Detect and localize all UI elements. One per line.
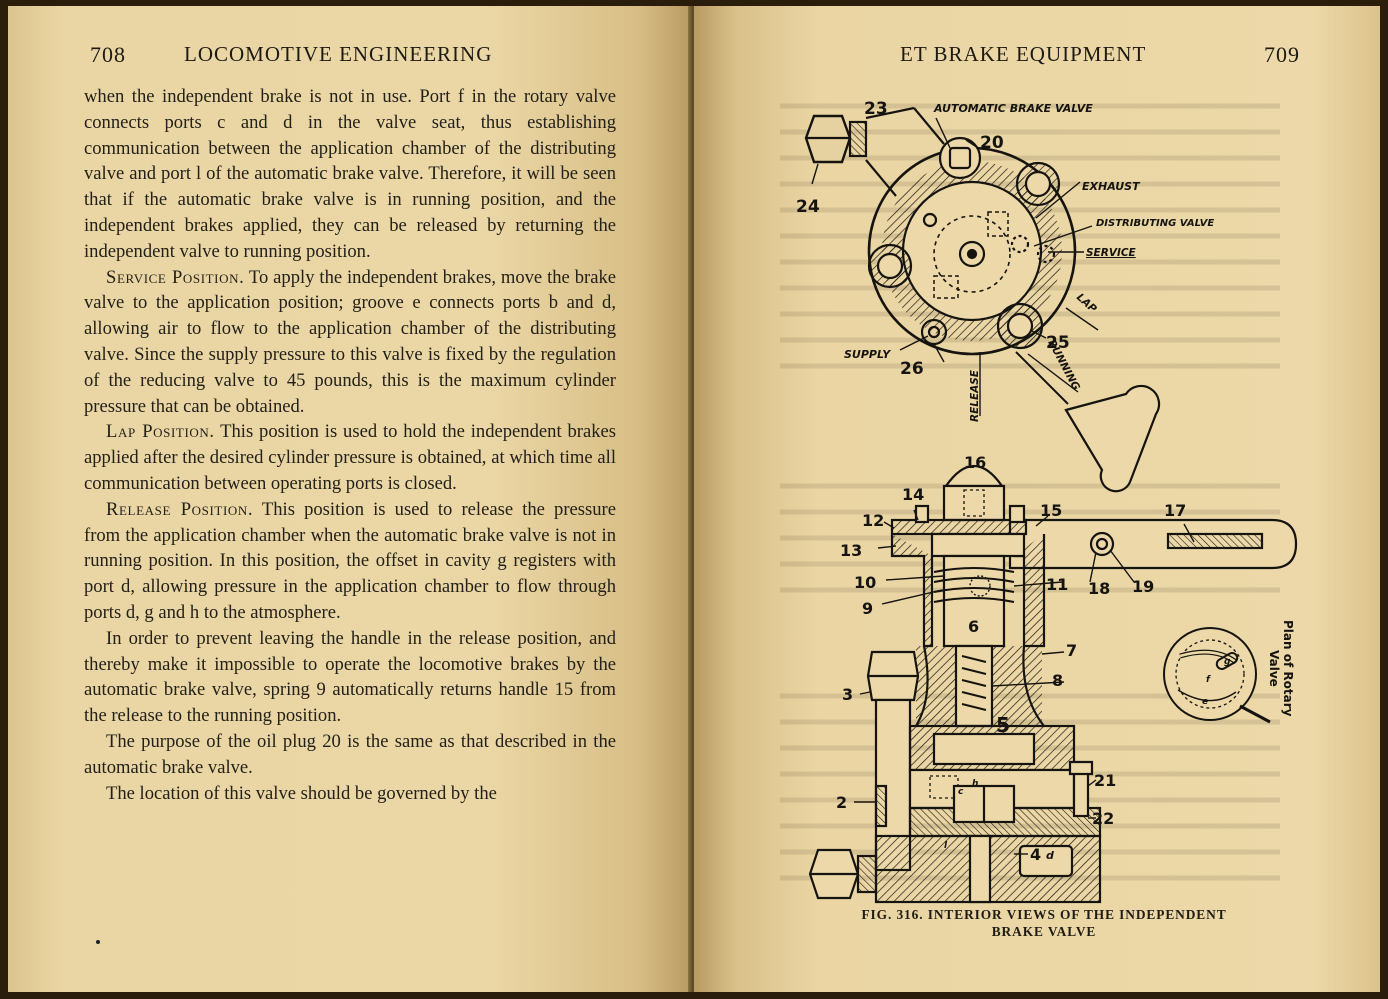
heading-release-position: Release Position. <box>106 498 254 520</box>
label-supply: SUPPLY <box>844 348 891 361</box>
plan-letter-f: f <box>1206 675 1211 685</box>
callout-12: 12 <box>862 511 884 530</box>
callout-11: 11 <box>1046 575 1068 594</box>
paragraph-5: In order to prevent leaving the handle i… <box>84 627 616 727</box>
callout-21: 21 <box>1094 771 1116 790</box>
callout-24: 24 <box>796 197 820 217</box>
label-automatic-brake-valve: AUTOMATIC BRAKE VALVE <box>933 102 1093 115</box>
callout-25: 25 <box>1046 333 1070 353</box>
paragraph-4: This position is used to release the pre… <box>84 498 616 623</box>
letter-c: c <box>958 787 964 797</box>
paragraph-1: when the independent brake is not in use… <box>84 86 616 262</box>
caption-line-1: FIG. 316. INTERIOR VIEWS OF THE INDEPEND… <box>861 907 1227 922</box>
left-page-number: 708 <box>90 42 126 67</box>
plan-letter-g: g <box>1224 657 1231 667</box>
figure-caption: FIG. 316. INTERIOR VIEWS OF THE INDEPEND… <box>790 906 1298 940</box>
print-speck <box>96 940 100 944</box>
top-view <box>804 106 1161 493</box>
letter-l: l <box>944 841 948 851</box>
callout-22: 22 <box>1092 809 1114 828</box>
plan-label-line1: Plan of Rotary <box>1281 620 1295 717</box>
callout-5: 5 <box>996 713 1010 737</box>
plan-label-line2: Valve <box>1267 650 1281 687</box>
callout-8: 8 <box>1052 671 1063 690</box>
label-release: RELEASE <box>969 369 981 422</box>
callout-26: 26 <box>900 359 924 379</box>
callout-3: 3 <box>842 685 853 704</box>
right-running-head: ET BRAKE EQUIPMENT <box>900 42 1147 66</box>
label-exhaust: EXHAUST <box>1082 180 1141 193</box>
label-distributing-valve: DISTRIBUTING VALVE <box>1096 218 1214 229</box>
callout-6: 6 <box>968 617 979 636</box>
callout-20: 20 <box>980 133 1004 153</box>
letter-h: h <box>972 779 978 789</box>
label-service: SERVICE <box>1086 247 1137 259</box>
right-page: ET BRAKE EQUIPMENT 709 <box>694 6 1380 992</box>
callout-17: 17 <box>1164 501 1186 520</box>
caption-line-2: BRAKE VALVE <box>991 924 1097 939</box>
plan-letter-e: e <box>1202 697 1208 707</box>
letter-d: d <box>1046 849 1054 862</box>
paragraph-lap: Lap Position. This position is used to h… <box>84 419 616 496</box>
paragraph-7: The location of this valve should be gov… <box>106 782 497 804</box>
label-lap: LAP <box>1074 291 1099 315</box>
paragraph-service: Service Position. To apply the independe… <box>84 265 616 420</box>
paragraph-6: The purpose of the oil plug 20 is the sa… <box>84 730 616 778</box>
callout-10: 10 <box>854 573 876 592</box>
callout-16: 16 <box>964 453 986 472</box>
callout-9: 9 <box>862 599 873 618</box>
callout-13: 13 <box>840 541 862 560</box>
callout-15: 15 <box>1040 501 1062 520</box>
callout-23: 23 <box>864 99 888 119</box>
left-body-text: when the independent brake is not in use… <box>84 84 616 806</box>
callout-18: 18 <box>1088 579 1110 598</box>
callout-2: 2 <box>836 793 847 812</box>
rotary-valve-plan <box>1163 627 1271 724</box>
left-page: 708 LOCOMOTIVE ENGINEERING when the inde… <box>8 6 692 992</box>
callout-19: 19 <box>1132 577 1154 596</box>
right-page-number: 709 <box>1264 42 1300 67</box>
callout-4: 4 <box>1030 845 1041 864</box>
book-gutter <box>688 6 698 992</box>
heading-service-position: Service Position. <box>106 266 245 288</box>
paragraph-release: Release Position. This position is used … <box>84 497 616 626</box>
independent-brake-valve-figure: AUTOMATIC BRAKE VALVE EXHAUST DISTRIBUTI… <box>796 99 1298 904</box>
paragraph-3: This position is used to hold the indepe… <box>84 421 616 494</box>
left-running-head: LOCOMOTIVE ENGINEERING <box>184 42 493 66</box>
callout-7: 7 <box>1066 641 1077 660</box>
callout-14: 14 <box>902 485 924 504</box>
sectional-view <box>808 464 1298 904</box>
paragraph-2: To apply the independent brakes, move th… <box>84 266 617 417</box>
heading-lap-position: Lap Position. <box>106 421 215 443</box>
